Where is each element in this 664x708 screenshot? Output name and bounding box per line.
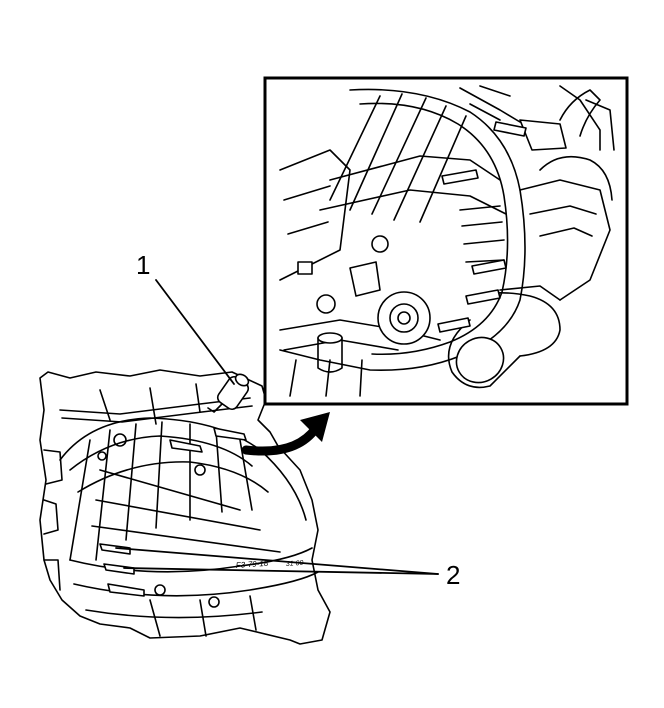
detail-inset: [263, 76, 629, 406]
main-transmission-view: [39, 369, 331, 645]
detail-arrow: [241, 412, 330, 456]
callout-label-2: 2: [446, 560, 460, 590]
part-1-sensor: [207, 373, 250, 413]
main-view-bolts: [99, 427, 247, 597]
case-code-text: F3-79-18: [236, 559, 270, 570]
case-code-text-2: 31 00: [286, 560, 304, 568]
callout-label-1: 1: [136, 250, 150, 280]
detail-bolts: [437, 121, 527, 333]
detail-inset-frame: [263, 76, 629, 406]
leader-lines: [115, 279, 439, 575]
